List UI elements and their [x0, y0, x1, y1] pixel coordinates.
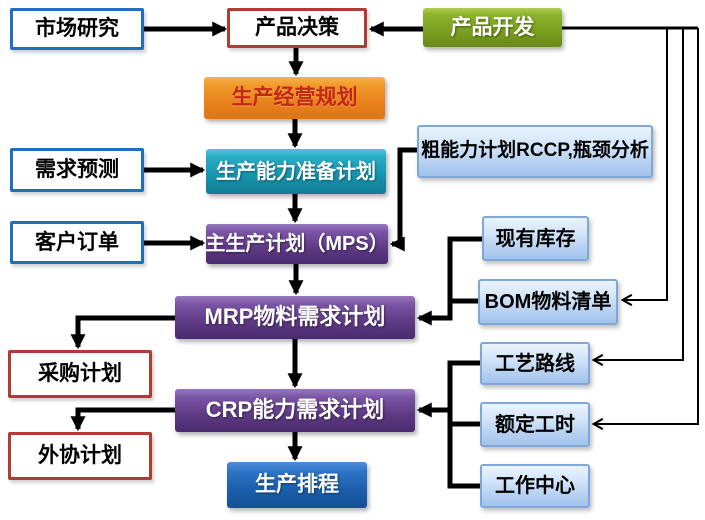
node-process-route: 工艺路线: [480, 342, 590, 385]
node-mps: 主生产计划（MPS）: [205, 224, 389, 264]
node-demand-forecast: 需求预测: [10, 148, 144, 192]
node-work-center: 工作中心: [480, 464, 590, 508]
node-mrp: MRP物料需求计划: [175, 296, 415, 339]
node-crp: CRP能力需求计划: [175, 389, 415, 432]
arrow-develop-to-bom: [620, 28, 668, 307]
node-bom: BOM物料清单: [478, 279, 618, 325]
arrow-rccp-to-mps: [389, 147, 417, 252]
node-outsourcing-plan: 外协计划: [8, 432, 152, 480]
node-rated-work-hours: 额定工时: [480, 402, 590, 447]
node-market-research: 市场研究: [10, 8, 144, 50]
node-inventory-on-hand: 现有库存: [482, 216, 589, 261]
node-operation-planning: 生产经营规划: [204, 77, 385, 119]
arrow-mrp-to-purchase: [70, 315, 175, 350]
arrow-crp-to-outsource: [70, 407, 175, 432]
arrow-develop-to-hours: [591, 28, 699, 431]
arrow-develop-to-route: [591, 28, 684, 367]
node-rccp: 粗能力计划RCCP,瓶颈分析: [417, 125, 653, 178]
node-product-decision: 产品决策: [227, 8, 367, 48]
node-purchase-plan: 采购计划: [8, 350, 152, 398]
node-customer-orders: 客户订单: [10, 221, 144, 264]
node-capacity-preparation: 生产能力准备计划: [206, 149, 386, 194]
node-production-scheduling: 生产排程: [227, 462, 367, 508]
node-product-development: 产品开发: [423, 8, 562, 47]
connector-inventory-elbow: [416, 236, 482, 326]
